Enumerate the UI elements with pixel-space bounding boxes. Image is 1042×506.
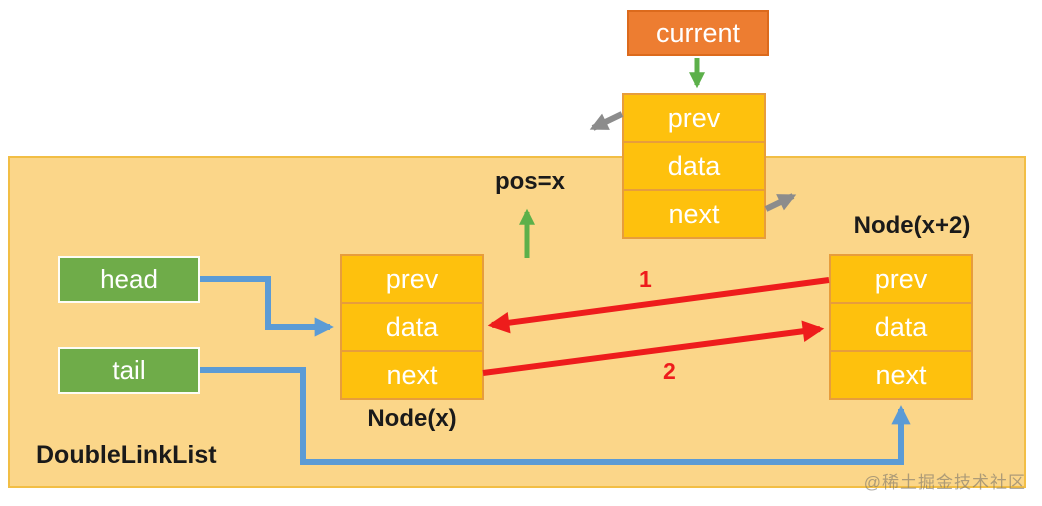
step-2-label: 2: [663, 358, 676, 384]
node-x2-prev-cell: prev: [874, 264, 928, 294]
watermark-text: @稀土掘金技术社区: [863, 473, 1026, 492]
tail-pointer-label: tail: [112, 355, 146, 385]
node-x2: prev data next: [829, 254, 973, 400]
current-pointer-label: current: [655, 17, 741, 48]
current-node-prev-cell: prev: [667, 103, 721, 133]
node-x: prev data next: [340, 254, 484, 400]
node-x-next-cell: next: [342, 350, 482, 398]
container-title: DoubleLinkList: [36, 441, 217, 469]
node-x-label: Node(x): [367, 405, 457, 432]
head-pointer-label: head: [100, 264, 158, 294]
node-x-data-cell: data: [342, 302, 482, 350]
current-node: prev data next: [622, 93, 766, 239]
pos-label: pos=x: [494, 168, 566, 195]
node-x2-next-cell: next: [831, 350, 971, 398]
current-node-data-cell: data: [624, 141, 764, 189]
step-1-label: 1: [639, 266, 652, 292]
head-pointer-box: head: [58, 256, 200, 303]
node-x-prev-cell: prev: [385, 264, 439, 294]
current-node-next-cell: next: [624, 189, 764, 237]
node-x2-label: Node(x+2): [853, 212, 971, 239]
current-pointer-box: current: [627, 10, 769, 56]
current-prev-gray-arrow-icon: [589, 111, 624, 131]
tail-pointer-box: tail: [58, 347, 200, 394]
node-x2-data-cell: data: [831, 302, 971, 350]
